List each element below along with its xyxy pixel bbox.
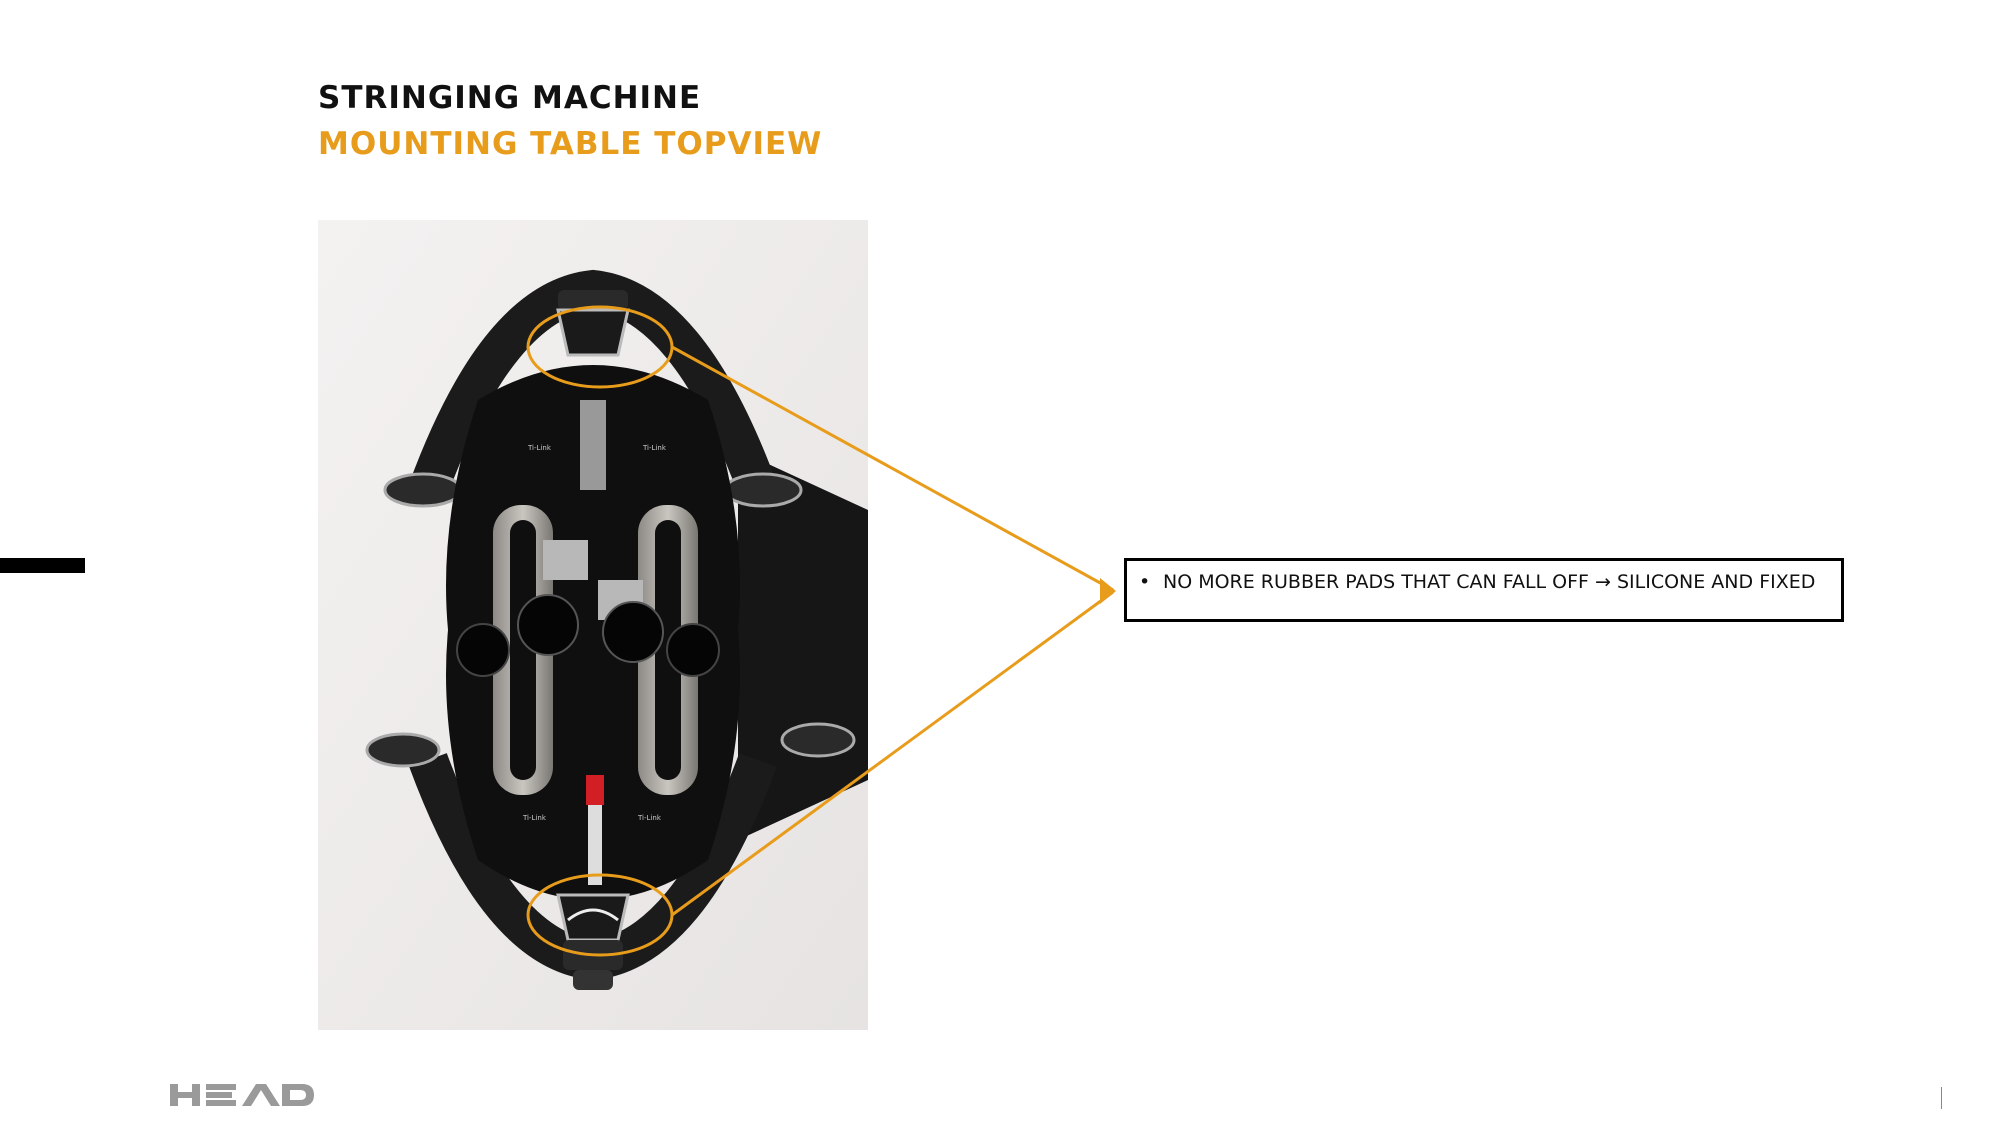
connector-arrowhead: [1100, 578, 1116, 604]
callout-box: • NO MORE RUBBER PADS THAT CAN FALL OFF …: [1124, 558, 1844, 622]
stringing-machine-photo: Ti-Link Ti-Link Ti-Link Ti-Link: [318, 220, 868, 1030]
svg-text:Ti-Link: Ti-Link: [642, 444, 667, 452]
slide-title: STRINGING MACHINE: [318, 80, 702, 116]
slide-subtitle: MOUNTING TABLE TOPVIEW: [318, 126, 823, 162]
callout-text: NO MORE RUBBER PADS THAT CAN FALL OFF → …: [1163, 571, 1816, 593]
callout-bullet: •: [1139, 571, 1151, 593]
svg-text:Ti-Link: Ti-Link: [637, 814, 662, 822]
svg-text:Ti-Link: Ti-Link: [522, 814, 547, 822]
svg-text:Ti-Link: Ti-Link: [527, 444, 552, 452]
head-logo: [170, 1084, 314, 1106]
section-marker-bar: [0, 558, 85, 573]
page-number-divider: [1941, 1087, 1942, 1109]
